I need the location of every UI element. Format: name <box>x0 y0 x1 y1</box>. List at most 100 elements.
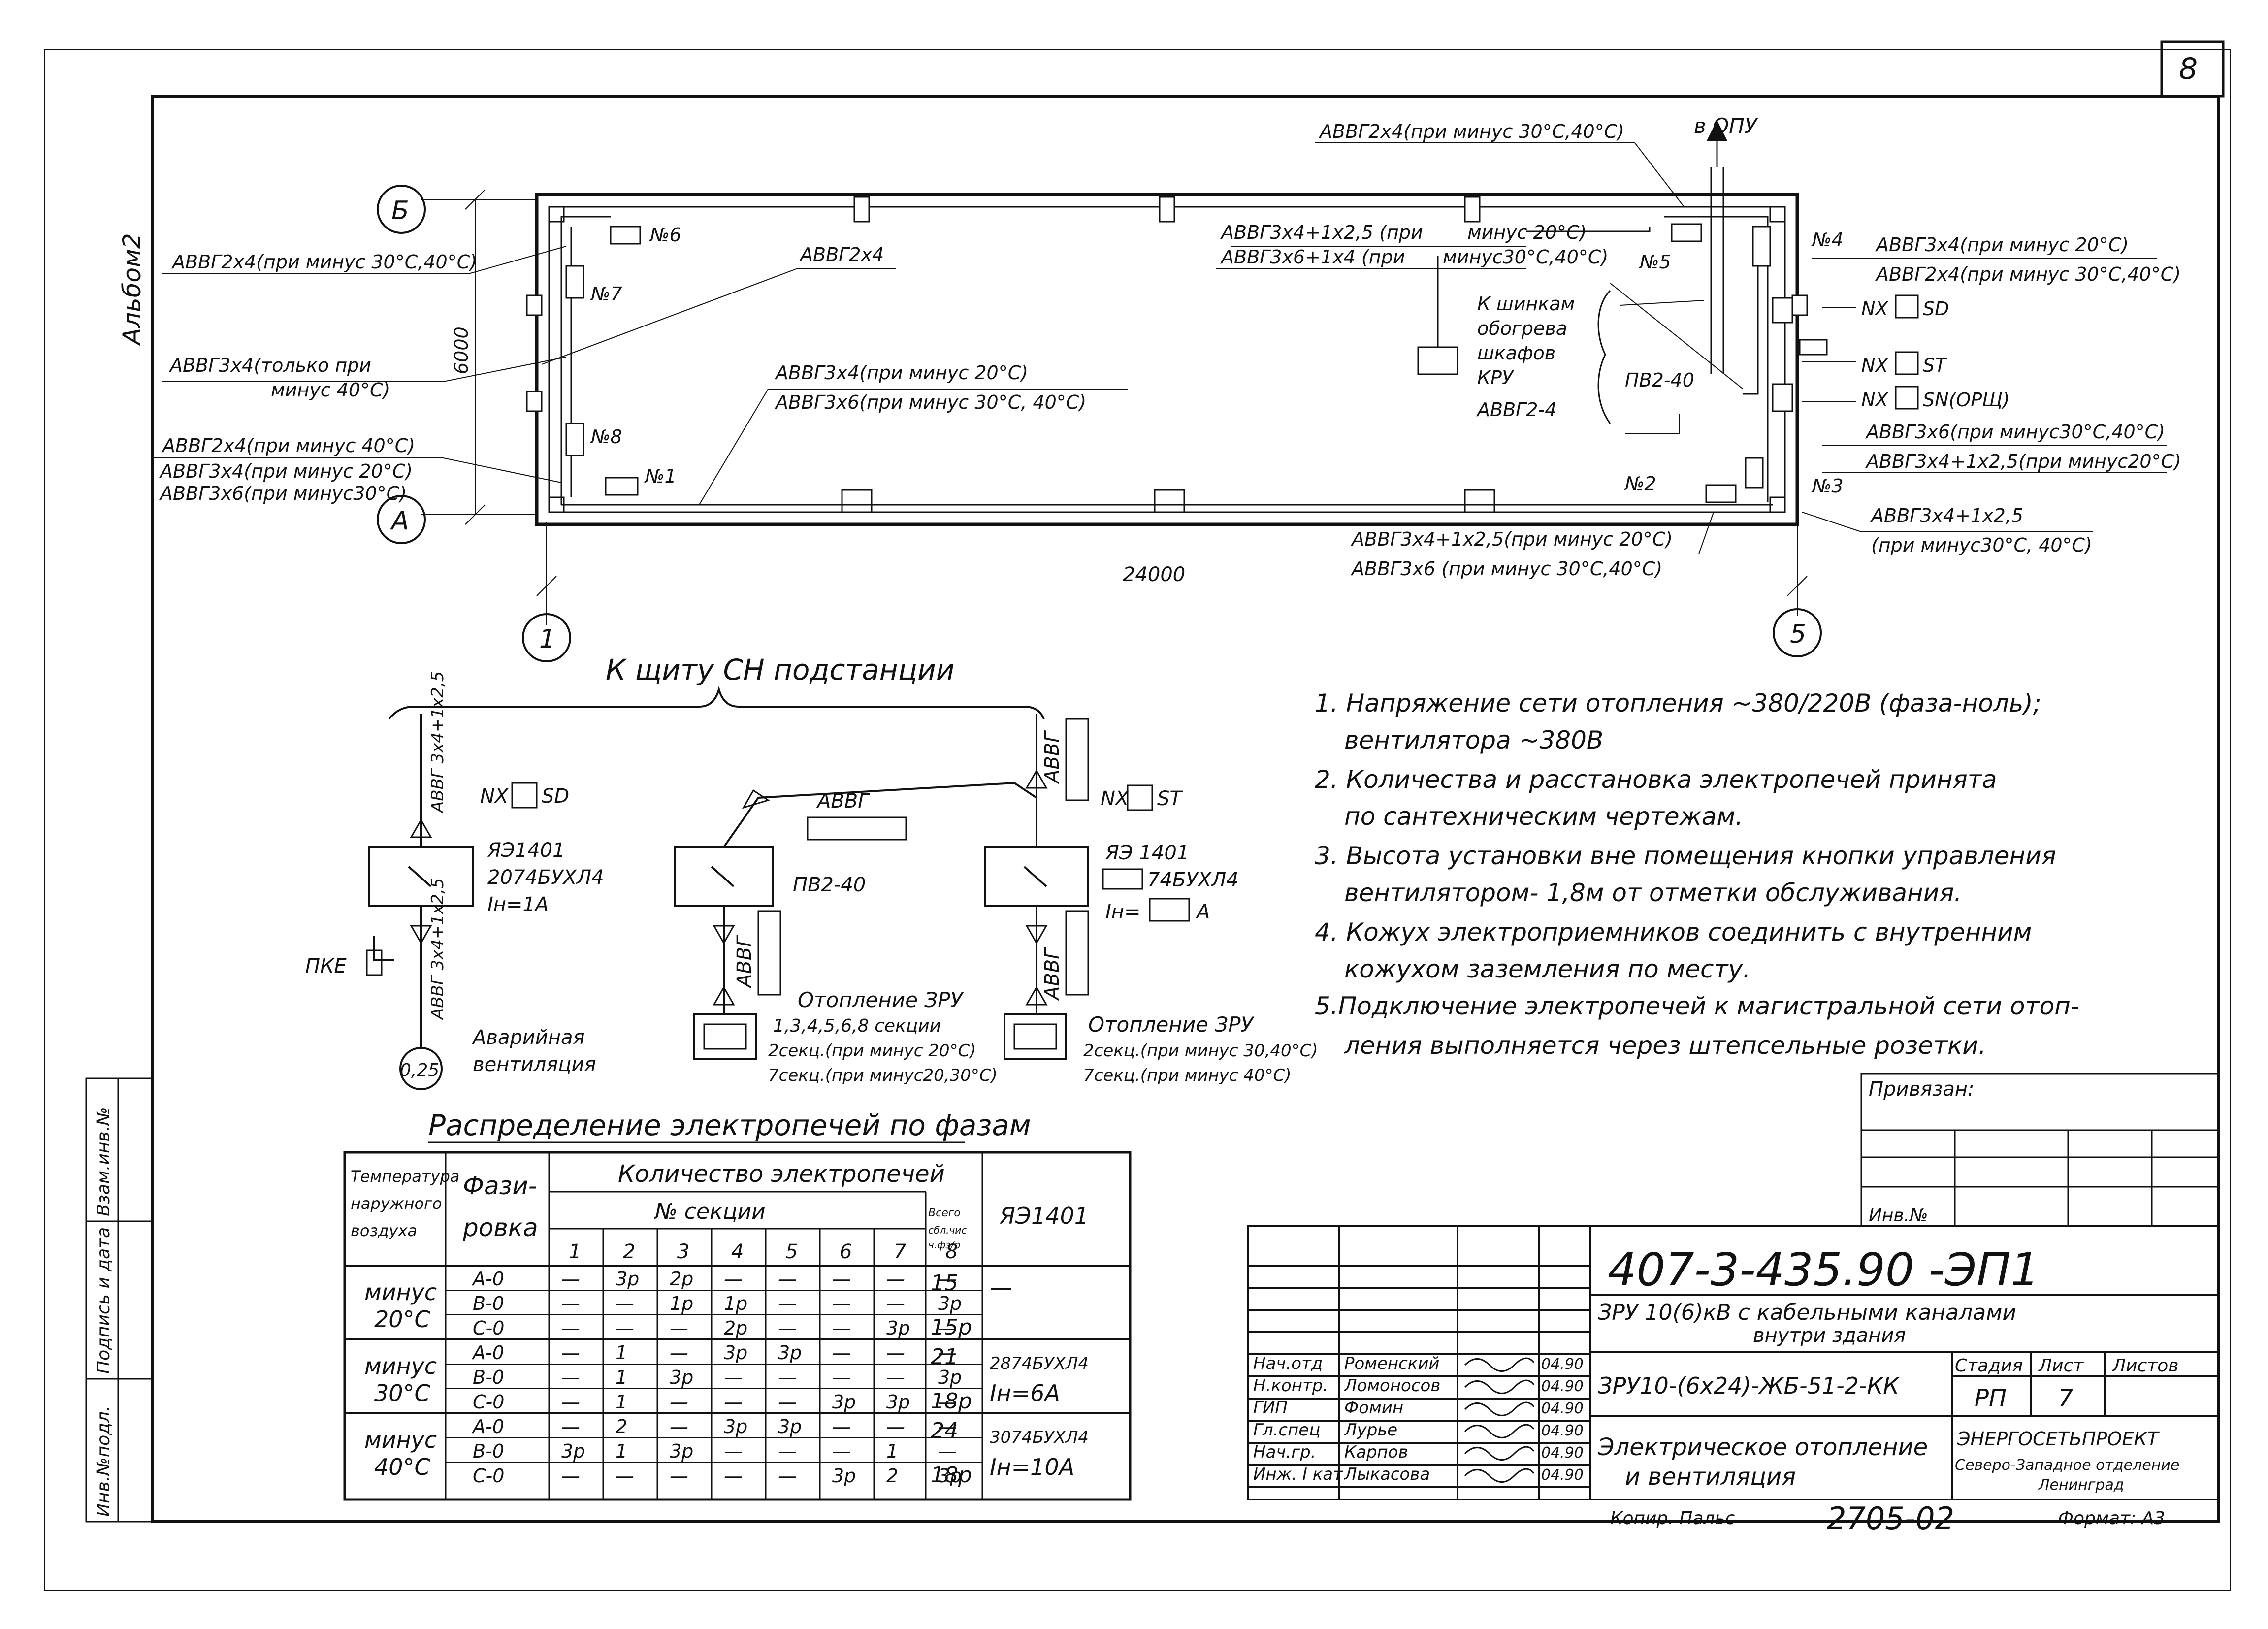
phase-1-0: А-0 <box>471 1342 504 1364</box>
phase-2-2: С-0 <box>473 1465 504 1487</box>
header-temp-2: воздуха <box>351 1221 417 1240</box>
cell-1-1-0: — <box>561 1367 580 1388</box>
section-col-8: 8 <box>945 1240 958 1263</box>
format-label: Формат: А3 <box>2058 1508 2165 1529</box>
cell-1-2-5: 3р <box>832 1391 856 1413</box>
label-inner-4: АВВГ3х4+1х2,5 (при <box>1220 222 1423 243</box>
cell-2-0-5: — <box>832 1416 851 1437</box>
cell-1-1-7: 3р <box>938 1367 962 1388</box>
total-0-2: 15р <box>931 1315 972 1340</box>
heater-8 <box>565 423 584 456</box>
date-4: 04.90 <box>1541 1444 1584 1462</box>
cell-1-2-6: 3р <box>886 1391 910 1413</box>
phase-0-2: С-0 <box>473 1317 504 1339</box>
heater-5 <box>1671 223 1702 242</box>
cell-1-0-3: 3р <box>724 1342 747 1364</box>
sheet-number: 8 <box>2179 52 2198 86</box>
avvg-right-vert: АВВГ <box>1041 947 1064 1001</box>
heater-label-8: №8 <box>590 426 622 448</box>
heater-label-5: №5 <box>1639 251 1671 273</box>
cell-2-1-1: 1 <box>616 1440 627 1462</box>
label-right-1: АВВГ2х4(при минус 30°С,40°С) <box>1875 263 2181 285</box>
cell-1-1-5: — <box>832 1367 851 1388</box>
phase-table: Распределение электропечей по фазам Темп… <box>343 1108 1132 1501</box>
label-left-4: АВВГ3х4(при минус 20°С) <box>159 460 413 482</box>
cell-1-0-1: 1 <box>616 1342 627 1364</box>
note-line-6: 4. Кожух электроприемников соединить с в… <box>1315 918 2032 946</box>
box1-line-0: ЯЭ1401 <box>487 839 565 862</box>
heat-left-1: 1,3,4,5,6,8 секции <box>773 1016 941 1036</box>
cell-0-2-0: — <box>561 1317 580 1339</box>
temp-1-1: 30°С <box>374 1380 430 1406</box>
cell-1-1-2: 3р <box>670 1367 693 1388</box>
panel-pv2-40 <box>674 846 774 907</box>
signature-0 <box>1464 1357 1535 1372</box>
person-1: Ломоносов <box>1343 1376 1440 1396</box>
ya-0-0: — <box>990 1274 1012 1301</box>
label-right-10: АВВГ3х4+1х2,5 <box>1870 505 2023 526</box>
cell-2-0-2: — <box>670 1416 688 1437</box>
date-5: 04.90 <box>1541 1466 1584 1484</box>
label-inner-2: АВВГ3х6(при минус 30°С, 40°С) <box>774 391 1086 413</box>
heater-label-2: №2 <box>1624 473 1656 494</box>
heater-3 <box>1745 457 1764 489</box>
axis-label-b: Б <box>391 196 409 226</box>
signature-2 <box>1464 1401 1535 1416</box>
total-1-0: 21 <box>931 1344 958 1369</box>
sheets-header: Листов <box>2111 1356 2178 1376</box>
person-2: Фомин <box>1344 1398 1403 1418</box>
power-scheme: К щиту СН подстанции <box>305 653 1318 1090</box>
label-inner-7: минус30°С,40°С) <box>1443 246 1608 268</box>
plan-left-labels: АВВГ2х4(при минус 30°С,40°С) АВВГ3х4(тол… <box>159 251 477 504</box>
note-line-1: вентилятора ~380В <box>1344 726 1603 754</box>
cell-1-2-1: 1 <box>616 1391 627 1413</box>
heater-label-6: №6 <box>649 224 681 246</box>
role-1: Н.контр. <box>1253 1376 1328 1396</box>
cell-0-1-7: 3р <box>938 1293 962 1314</box>
note-line-4: 3. Высота установки вне помещения кнопки… <box>1315 842 2056 870</box>
label-inner-13: ПВ2-40 <box>1625 369 1694 391</box>
doc-code: 407-3-435.90 -ЭП1 <box>1608 1243 2040 1296</box>
cell-2-2-0: — <box>561 1465 580 1487</box>
section-col-1: 1 <box>569 1240 581 1263</box>
label-inner-10: шкафов <box>1477 342 1555 364</box>
total-2-2: 18р <box>931 1463 972 1488</box>
leader-lines <box>153 142 2167 554</box>
box2-line-2: Iн= <box>1105 901 1140 923</box>
cell-2-1-4: — <box>778 1440 797 1462</box>
heater-labels: №6 №7 №8 №1 №5 №4 №2 №3 <box>590 224 1844 497</box>
heat-left-3: 7секц.(при минус20,30°С) <box>768 1066 998 1085</box>
label-right-0: АВВГ3х4(при минус 20°С) <box>1875 234 2129 256</box>
columns <box>526 196 1808 513</box>
pv-label: ПВ2-40 <box>793 874 866 896</box>
cell-0-2-3: 2р <box>724 1317 747 1339</box>
cell-2-0-6: — <box>886 1416 905 1437</box>
panel-ya1401-right <box>984 846 1089 907</box>
sd-left: SD <box>542 785 569 808</box>
cell-2-1-5: — <box>832 1440 851 1462</box>
cell-1-2-4: — <box>778 1391 797 1413</box>
ya-1-1: Iн=6А <box>990 1380 1060 1406</box>
cell-0-2-2: — <box>670 1317 688 1339</box>
cell-1-2-0: — <box>561 1391 580 1413</box>
temp-0-1: 20°С <box>374 1306 430 1333</box>
header-ya: ЯЭ1401 <box>999 1203 1089 1229</box>
note-line-3: по сантехническим чертежам. <box>1344 802 1743 831</box>
label-inner-9: обогрева <box>1477 318 1567 339</box>
fan-rating: 0,25 <box>400 1060 439 1080</box>
date-2: 04.90 <box>1541 1400 1584 1417</box>
cable-routes <box>560 167 1773 506</box>
label-nx-sd: NX <box>1861 298 1888 320</box>
avvg-right-top: АВВГ <box>1041 730 1064 784</box>
cell-0-1-4: — <box>778 1293 797 1314</box>
heater-1 <box>605 477 639 496</box>
note-line-5: вентилятором- 1,8м от отметки обслуживан… <box>1344 879 1962 907</box>
nx-st-right: NX <box>1101 787 1130 810</box>
section-col-5: 5 <box>785 1240 798 1263</box>
side-stamp: Инв.№подл. Подпись и дата Взам.инв.№ <box>85 1077 154 1523</box>
cell-2-0-3: 3р <box>724 1416 747 1437</box>
avvg-left-vert: АВВГ <box>733 935 756 989</box>
cell-2-0-0: — <box>561 1416 580 1437</box>
dim-height: 6000 <box>451 326 472 374</box>
cell-0-1-3: 1р <box>724 1293 747 1314</box>
